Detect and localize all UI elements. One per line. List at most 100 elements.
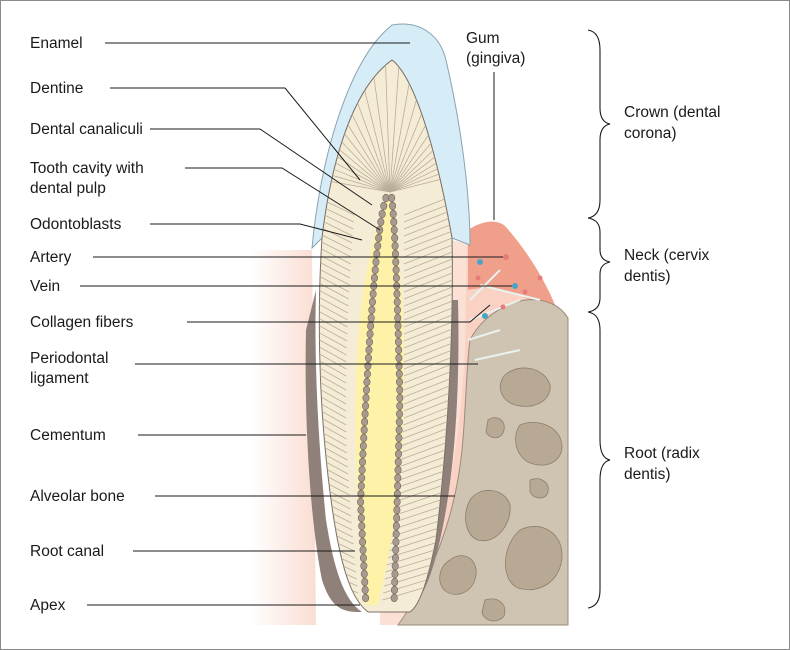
- label-vein: Vein: [30, 278, 60, 295]
- odontoblast-cell: [396, 354, 402, 362]
- odontoblast-cell: [361, 570, 367, 578]
- odontoblast-cell: [375, 242, 381, 250]
- label-crown-line1: Crown (dental: [624, 104, 721, 121]
- odontoblast-cell: [361, 562, 367, 570]
- odontoblast-cell: [391, 586, 397, 594]
- label-cementum: Cementum: [30, 427, 106, 444]
- odontoblast-cell: [392, 570, 398, 578]
- odontoblast-cell: [359, 530, 365, 538]
- odontoblast-cell: [393, 258, 399, 266]
- odontoblast-cell: [395, 346, 401, 354]
- odontoblast-cell: [360, 554, 366, 562]
- odontoblast-cell: [391, 226, 397, 234]
- label-artery: Artery: [30, 249, 72, 266]
- odontoblast-cell: [397, 402, 403, 410]
- label-neck-line1: Neck (cervix: [624, 247, 710, 264]
- odontoblast-cell: [360, 450, 366, 458]
- odontoblast-cell: [381, 202, 387, 210]
- label-dentine: Dentine: [30, 80, 83, 97]
- odontoblast-cell: [365, 362, 371, 370]
- odontoblast-cell: [378, 218, 384, 226]
- region-braces: [588, 30, 610, 608]
- odontoblast-cell: [393, 514, 399, 522]
- odontoblast-cell: [391, 594, 397, 602]
- odontoblast-cell: [394, 298, 400, 306]
- odontoblast-cell: [395, 330, 401, 338]
- odontoblast-cell: [358, 482, 364, 490]
- odontoblast-cell: [383, 194, 389, 202]
- odontoblast-cell: [394, 498, 400, 506]
- odontoblast-cell: [358, 490, 364, 498]
- odontoblast-cell: [359, 458, 365, 466]
- label-crown-line2: corona): [624, 125, 677, 142]
- odontoblast-cell: [379, 210, 385, 218]
- odontoblast-cell: [368, 314, 374, 322]
- label-root-line2: dentis): [624, 466, 671, 483]
- odontoblast-cell: [361, 426, 367, 434]
- odontoblast-cell: [371, 274, 377, 282]
- odontoblast-cell: [392, 546, 398, 554]
- odontoblast-cell: [392, 554, 398, 562]
- odontoblast-cell: [363, 386, 369, 394]
- label-collagen-fibers: Collagen fibers: [30, 314, 134, 331]
- odontoblast-cell: [366, 346, 372, 354]
- odontoblast-cell: [391, 234, 397, 242]
- odontoblast-cell: [396, 362, 402, 370]
- odontoblast-cell: [361, 418, 367, 426]
- odontoblast-cell: [396, 418, 402, 426]
- odontoblast-cell: [395, 322, 401, 330]
- odontoblast-cell: [370, 290, 376, 298]
- odontoblast-cell: [396, 410, 402, 418]
- label-periodontal-line2: ligament: [30, 370, 89, 387]
- label-gum-line1: Gum: [466, 30, 500, 47]
- odontoblast-cell: [364, 378, 370, 386]
- odontoblast-cell: [395, 442, 401, 450]
- odontoblast-cell: [362, 402, 368, 410]
- label-tooth-cavity-line2: dental pulp: [30, 180, 106, 197]
- odontoblast-cell: [359, 522, 365, 530]
- odontoblast-cell: [392, 578, 398, 586]
- odontoblast-cell: [389, 202, 395, 210]
- label-alveolar-bone: Alveolar bone: [30, 488, 125, 505]
- odontoblast-cell: [360, 546, 366, 554]
- odontoblast-cell: [375, 234, 381, 242]
- odontoblast-cell: [363, 394, 369, 402]
- label-neck-line2: dentis): [624, 268, 671, 285]
- odontoblast-cell: [359, 466, 365, 474]
- odontoblast-cell: [394, 306, 400, 314]
- odontoblast-cell: [369, 298, 375, 306]
- odontoblast-cell: [395, 450, 401, 458]
- odontoblast-cell: [393, 266, 399, 274]
- odontoblast-cell: [396, 386, 402, 394]
- odontoblast-cell: [373, 258, 379, 266]
- odontoblast-cell: [396, 426, 402, 434]
- odontoblast-cell: [358, 506, 364, 514]
- odontoblast-cell: [367, 330, 373, 338]
- odontoblast-cell: [396, 370, 402, 378]
- odontoblast-cell: [372, 266, 378, 274]
- soft-tissue-left: [250, 250, 316, 625]
- odontoblast-cell: [369, 306, 375, 314]
- odontoblast-cell: [388, 194, 394, 202]
- odontoblast-cell: [393, 522, 399, 530]
- label-odontoblasts: Odontoblasts: [30, 216, 122, 233]
- odontoblast-cell: [396, 378, 402, 386]
- label-gum-line2: (gingiva): [466, 50, 525, 67]
- odontoblast-cell: [393, 274, 399, 282]
- label-apex: Apex: [30, 597, 66, 614]
- odontoblast-cell: [394, 482, 400, 490]
- label-dental-canaliculi: Dental canaliculi: [30, 121, 143, 138]
- odontoblast-cell: [362, 586, 368, 594]
- odontoblast-cell: [394, 290, 400, 298]
- odontoblast-cell: [362, 594, 368, 602]
- odontoblast-cell: [360, 442, 366, 450]
- odontoblast-cell: [394, 506, 400, 514]
- odontoblast-cell: [395, 314, 401, 322]
- odontoblast-cell: [391, 218, 397, 226]
- label-root-line1: Root (radix: [624, 445, 700, 462]
- odontoblast-cell: [390, 210, 396, 218]
- odontoblast-cell: [367, 322, 373, 330]
- label-periodontal-line1: Periodontal: [30, 350, 108, 367]
- odontoblast-cell: [365, 354, 371, 362]
